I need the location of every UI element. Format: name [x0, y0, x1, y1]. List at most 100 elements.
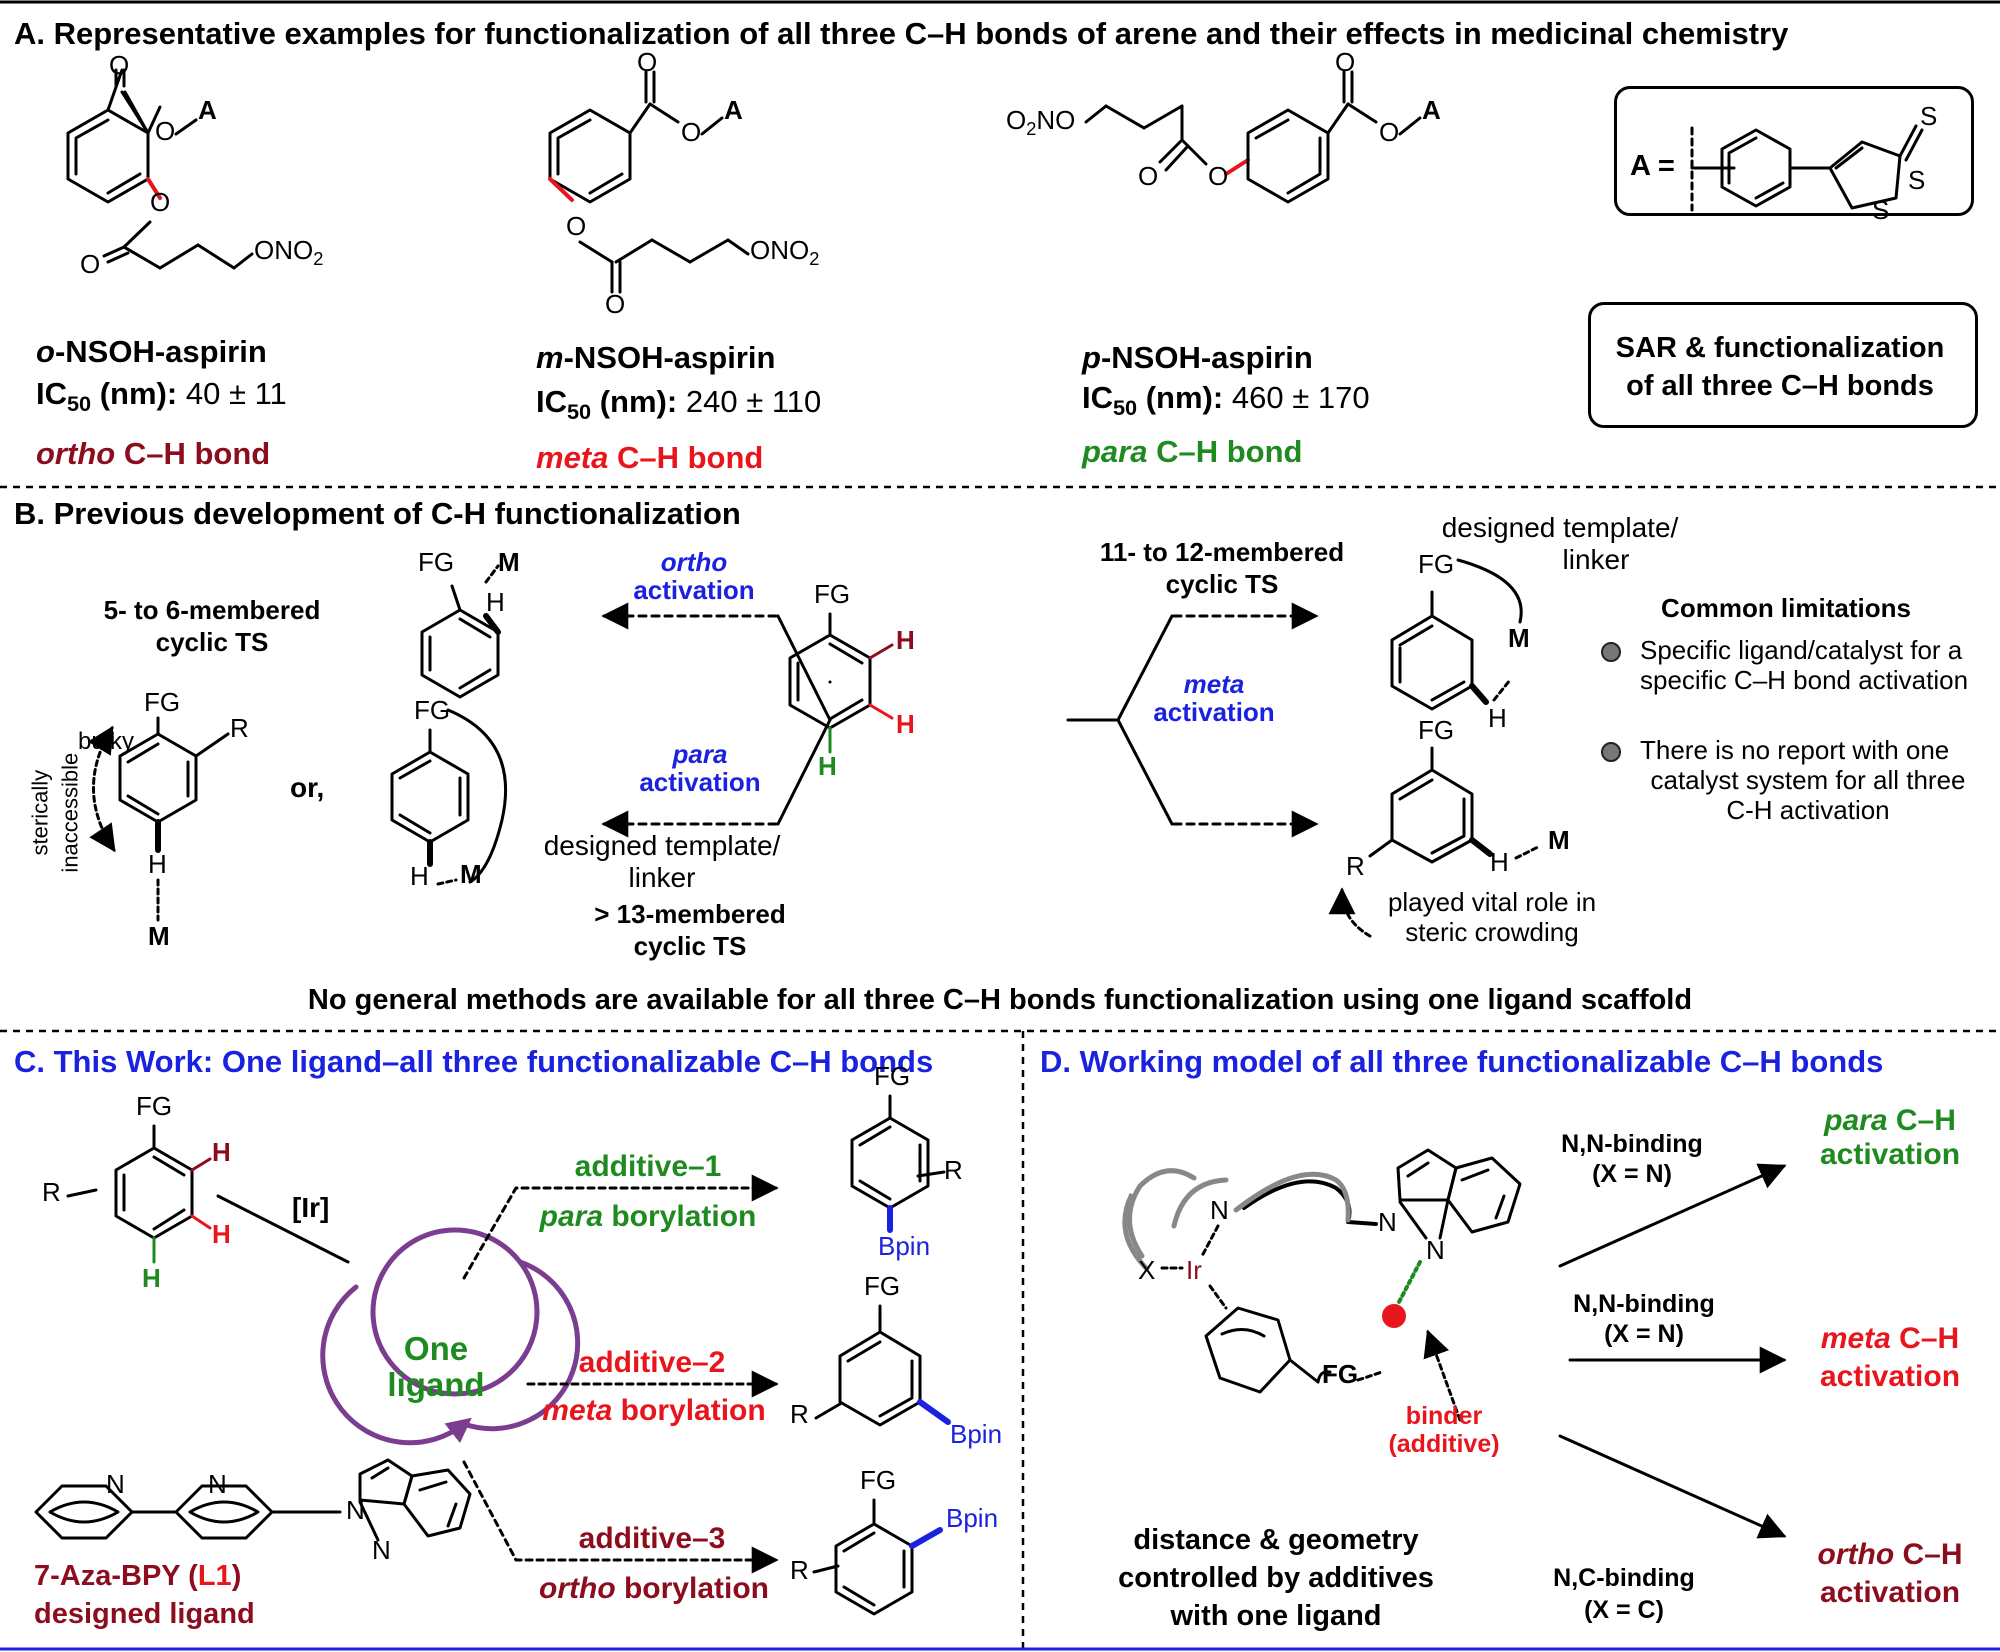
ring-s1: S [1872, 195, 1890, 225]
limitation-2-line3: C-H activation [1726, 795, 1890, 825]
nn1-line1: N,N-binding [1561, 1130, 1703, 1158]
center-h-para: H [818, 751, 837, 781]
steric-line2: inaccessible [57, 752, 83, 873]
meta-act-line1: meta C–H [1820, 1322, 1960, 1355]
meta-compound-name: m-NSOH-aspirin [536, 340, 776, 375]
working-model-structure [1127, 1148, 1522, 1422]
para-bond-label: para C–H bond [1082, 434, 1303, 469]
meta-aspirin-structure [548, 70, 750, 294]
para-ester-o: O [1379, 117, 1400, 147]
meta-r-h: H [1490, 847, 1509, 877]
ortho-ts-m: M [498, 547, 520, 577]
substrate-r: R [42, 1177, 61, 1207]
para-o2no: O2NO [1006, 105, 1076, 140]
additive-3: additive–3 [578, 1522, 726, 1555]
meta-a-label: A [724, 95, 743, 125]
sar-line-2: of all three C–H bonds [1626, 370, 1934, 402]
para-activation-word: activation [639, 767, 761, 797]
meta-ts-fg: FG [1418, 549, 1455, 579]
ortho-product-r: R [790, 1555, 809, 1585]
ortho-ic50: IC50 (nm): 40 ± 11 [36, 376, 287, 417]
fork-right-up [1116, 614, 1174, 722]
template-right-line2: linker [1562, 544, 1630, 575]
meta-product-r: R [790, 1399, 809, 1429]
para-activation-arrow [1558, 1163, 1787, 1268]
substrate-h-ortho: H [212, 1137, 231, 1167]
para-product-fg: FG [874, 1061, 911, 1091]
template-left-line1: designed template/ [543, 830, 781, 861]
meta-r-m: M [1548, 825, 1570, 855]
para-acyl-o: O [1138, 161, 1159, 191]
ligand-n3: N [346, 1495, 365, 1525]
ortho-activation-arrow [1558, 1434, 1787, 1539]
bulky-ts-structure [87, 716, 230, 922]
model-x: X [1138, 1255, 1156, 1285]
meta-product-bpin: Bpin [950, 1419, 1003, 1449]
a-group-structure [1690, 124, 1924, 212]
ortho-a-label: A [198, 95, 217, 125]
ortho-ts-fg: FG [418, 547, 455, 577]
ir-reaction-line [216, 1194, 350, 1264]
meta-acyl-o: O [605, 289, 626, 319]
para-product-bpin: Bpin [878, 1231, 931, 1261]
limitation-bullet-1 [1601, 642, 1621, 662]
substrate-h-para: H [142, 1263, 161, 1293]
model-ir: Ir [1186, 1255, 1202, 1285]
ortho-act-line2: activation [1819, 1576, 1961, 1609]
ortho-product-structure [812, 1498, 943, 1616]
limitation-2-line2: catalyst system for all three [1650, 765, 1966, 795]
one-ligand-cycle-arrow [320, 1284, 472, 1446]
meta-r-r: R [1346, 851, 1365, 881]
ortho-act-line1: ortho C–H [1817, 1538, 1963, 1571]
center-h-meta: H [896, 709, 915, 739]
nc-line2: (X = C) [1584, 1596, 1664, 1624]
limitation-1-line1: Specific ligand/catalyst for a [1640, 635, 1963, 665]
ir-label: [Ir] [292, 1192, 330, 1223]
ts-13-line1: > 13-membered [594, 899, 786, 929]
para-ic50: IC50 (nm): 460 ± 170 [1082, 380, 1370, 421]
one-ligand-line2: ligand [387, 1366, 485, 1403]
meta-ic50: IC50 (nm): 240 ± 110 [536, 384, 822, 425]
model-n: N [1210, 1195, 1229, 1225]
ortho-carbonyl-o: O [109, 50, 130, 80]
ortho-ono2: ONO2 [254, 235, 324, 270]
ring-s2: S [1908, 165, 1926, 195]
sar-box [1588, 302, 1978, 428]
ortho-activation-mode: ortho [660, 547, 728, 577]
nc-line1: N,C-binding [1553, 1564, 1695, 1592]
limitation-2-line1: There is no report with one [1640, 735, 1950, 765]
ortho-activation-word: activation [633, 575, 755, 605]
section-a-heading: A. Representative examples for functiona… [14, 16, 1789, 51]
ortho-product-bpin: Bpin [946, 1503, 999, 1533]
nn2-line1: N,N-binding [1573, 1290, 1715, 1318]
para-aryl-o: O [1208, 161, 1229, 191]
meta-carbonyl-o: O [637, 47, 658, 77]
limitation-1-line2: specific C–H bond activation [1640, 665, 1969, 695]
ts-11-12-line2: cyclic TS [1165, 569, 1279, 599]
played-line1: played vital role in [1387, 887, 1597, 917]
model-fg: FG [1322, 1359, 1359, 1389]
one-ligand-line1: One [403, 1330, 469, 1367]
para-ts-h: H [410, 861, 429, 891]
played-line2: steric crowding [1405, 917, 1579, 947]
a-equals-label: A = [1630, 150, 1675, 182]
ortho-ester-o: O [155, 116, 176, 146]
ts-5-6-line2: cyclic TS [155, 627, 269, 657]
para-a-label: A [1422, 95, 1441, 125]
nn2-line2: (X = N) [1604, 1320, 1684, 1348]
meta-act-line2: activation [1819, 1360, 1961, 1393]
ortho-ts-structure [420, 564, 501, 699]
center-arene-structure [788, 612, 894, 754]
meta-template-structure [1390, 558, 1523, 711]
additive-2: additive–2 [578, 1346, 726, 1379]
ortho-borylation: ortho borylation [539, 1572, 769, 1605]
substrate-arene-structure [66, 1124, 212, 1264]
meta-borylation: meta borylation [542, 1394, 766, 1427]
section-b-heading: B. Previous development of C-H functiona… [14, 496, 741, 531]
center-h-ortho: H [896, 625, 915, 655]
center-fg: FG [814, 579, 851, 609]
ortho-route [462, 1460, 779, 1574]
template-right-line1: designed template/ [1441, 512, 1679, 543]
